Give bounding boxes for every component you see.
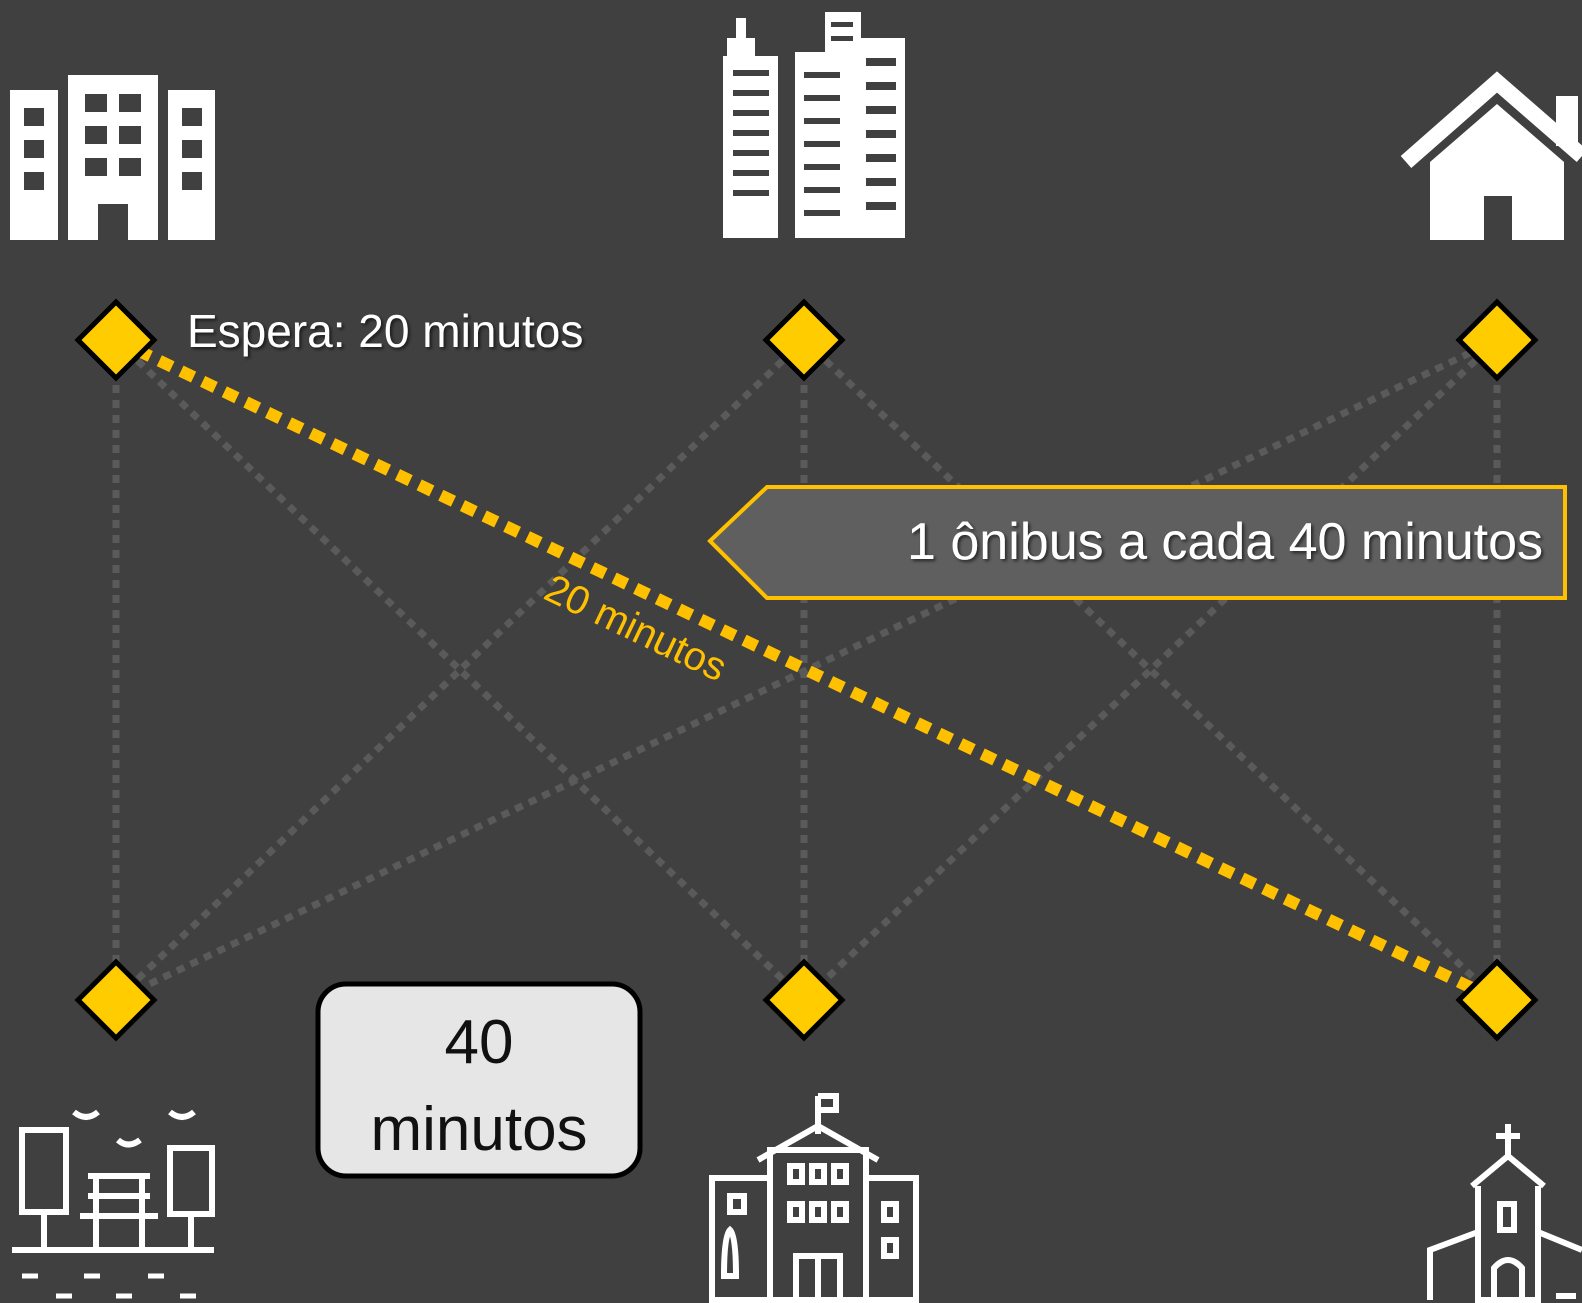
route-topright-to-bottomcenter <box>801 337 1500 1003</box>
park-icon <box>12 1109 215 1299</box>
nodes <box>74 298 1539 1042</box>
frequency-text: 1 ônibus a cada 40 minutos <box>907 513 1543 571</box>
node-top-right[interactable] <box>1455 298 1539 382</box>
route-network <box>112 336 1501 1004</box>
route-topright-to-bottomleft <box>114 336 1499 1004</box>
wait-label: Espera: 20 minutos <box>187 305 583 357</box>
node-bottom-right[interactable] <box>1455 958 1539 1042</box>
frequency-callout: 1 ônibus a cada 40 minutos <box>707 485 1567 600</box>
total-time-unit: minutos <box>370 1095 587 1164</box>
church-icon <box>1427 1124 1582 1303</box>
school-icon <box>709 1093 919 1303</box>
node-top-left[interactable] <box>74 298 158 382</box>
office-building-icon <box>10 75 215 240</box>
skyscrapers-icon <box>723 12 905 238</box>
total-time-box: 40 minutos <box>315 981 643 1179</box>
node-bottom-left[interactable] <box>74 958 158 1042</box>
callout-arrow-shape <box>707 485 1567 600</box>
node-top-center[interactable] <box>762 298 846 382</box>
route-time-label: 20 minutos <box>538 566 734 690</box>
highlighted-route <box>113 334 1500 1006</box>
route-topcenter-to-bottomright <box>801 337 1500 1003</box>
house-icon <box>1400 71 1582 240</box>
node-bottom-center[interactable] <box>762 958 846 1042</box>
total-time-box-bg <box>315 981 643 1179</box>
total-time-value: 40 <box>445 1008 514 1077</box>
